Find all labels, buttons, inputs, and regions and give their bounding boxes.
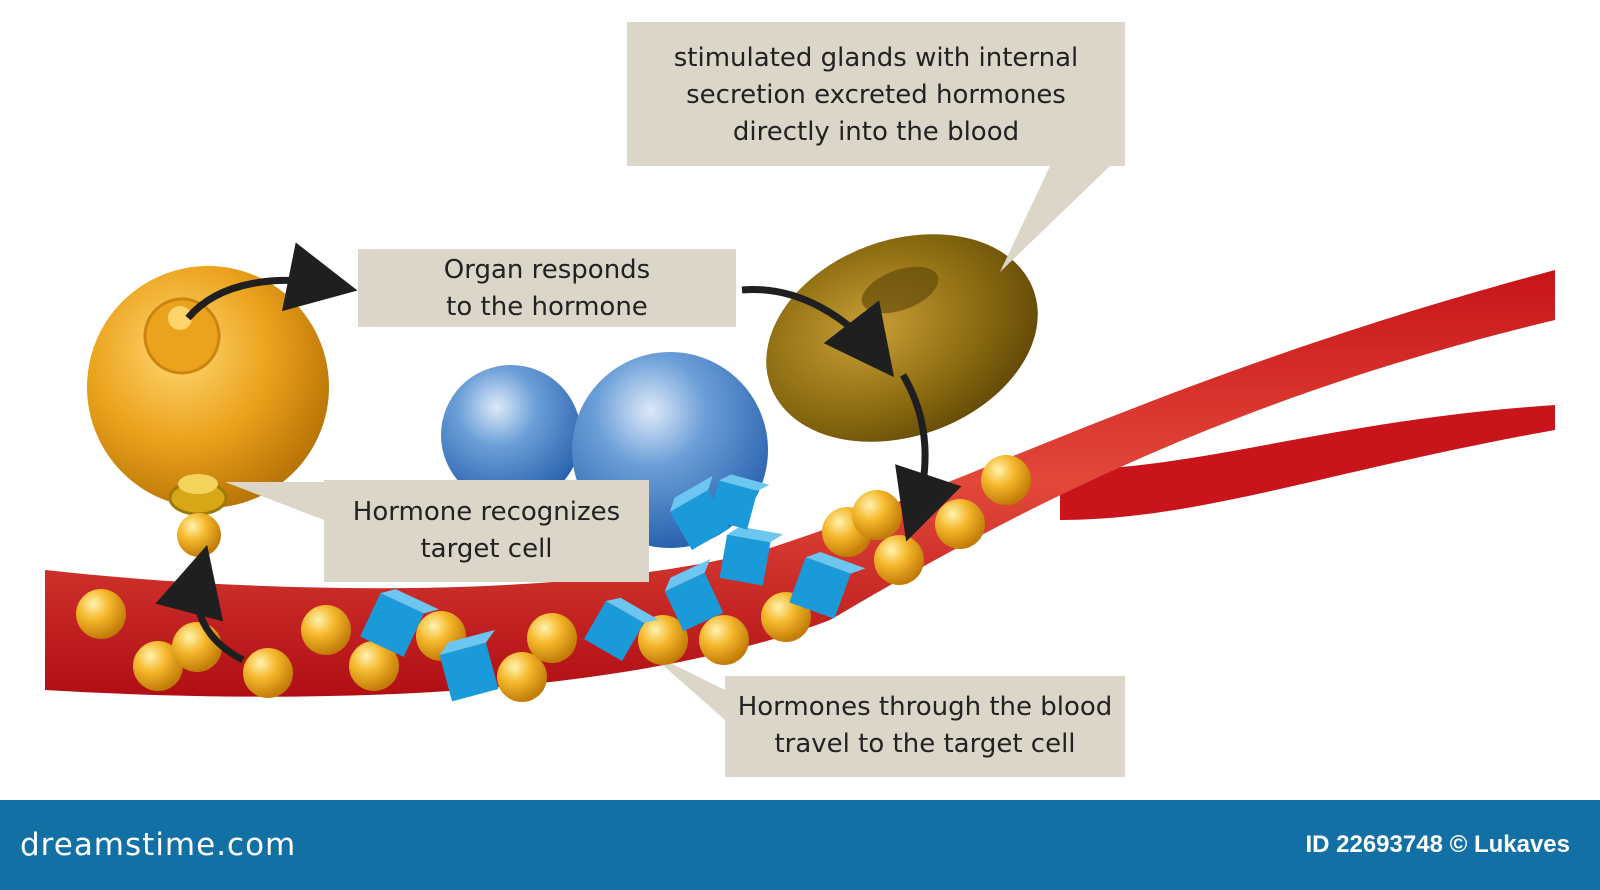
bound-hormone — [177, 513, 221, 557]
callout-glands: stimulated glands with internal secretio… — [627, 22, 1125, 166]
footer-bar: dreamstime.com ID 22693748 © Lukaves — [0, 800, 1600, 890]
hormone-cube — [719, 526, 784, 586]
hormone-cube — [439, 629, 499, 702]
pointer-travel — [648, 652, 725, 720]
hormone-diagram — [45, 166, 1555, 720]
callout-organ-line: to the hormone — [446, 292, 648, 322]
hormone-cube — [664, 559, 724, 632]
hormone-ball — [133, 641, 183, 691]
callout-glands-line: secretion excreted hormones — [686, 80, 1066, 110]
callout-organ-line: Organ responds — [443, 255, 651, 285]
arrow-organ-responds — [185, 242, 358, 321]
hormone-ball — [699, 615, 749, 665]
hormone-ball — [527, 613, 577, 663]
hormone-ball — [76, 589, 126, 639]
arrow-into-blood — [895, 373, 962, 542]
hormone-balls — [76, 455, 1031, 702]
hormone-cube — [583, 597, 659, 662]
callout-travel-line: travel to the target cell — [774, 729, 1076, 759]
target-cell-nucleus-core — [168, 306, 192, 330]
gland — [766, 234, 1038, 442]
hormone-cubes — [360, 474, 866, 702]
hormone-cube — [789, 551, 866, 619]
callout-glands-line: stimulated glands with internal — [673, 43, 1079, 73]
hormone-ball — [981, 455, 1031, 505]
callout-target-line: Hormone recognizes — [352, 497, 621, 527]
callout-travel-line: Hormones through the blood — [737, 692, 1113, 722]
hormone-ball — [497, 652, 547, 702]
blood-vessel — [45, 270, 1555, 697]
arrow-to-receptor — [155, 544, 245, 664]
hormone-ball — [301, 605, 351, 655]
footer-credit: ID 22693748 © Lukaves — [1305, 831, 1570, 858]
callout-target-line: target cell — [420, 534, 553, 564]
hormone-ball — [638, 615, 688, 665]
hormone-ball — [172, 622, 222, 672]
arrow-to-gland — [741, 286, 895, 378]
hormone-ball — [935, 499, 985, 549]
callout-target: Hormone recognizes target cell — [324, 480, 649, 582]
hormone-ball — [243, 648, 293, 698]
callout-travel: Hormones through the blood travel to the… — [725, 676, 1125, 777]
footer-logo[interactable]: dreamstime.com — [20, 827, 297, 863]
hormone-cube — [708, 474, 770, 530]
blood-vessel-branch — [1060, 405, 1555, 520]
hormone-cube — [360, 589, 439, 657]
pointer-target — [225, 482, 324, 520]
hormone-ball — [349, 641, 399, 691]
hormone-ball — [852, 490, 902, 540]
pointer-glands — [1000, 166, 1110, 272]
receptor-top — [178, 474, 218, 494]
hormone-ball — [874, 535, 924, 585]
callout-glands-line: directly into the blood — [732, 117, 1020, 147]
callout-organ: Organ responds to the hormone — [358, 249, 736, 327]
organ-sphere-small — [441, 365, 581, 505]
target-cell-nucleus — [143, 297, 221, 375]
